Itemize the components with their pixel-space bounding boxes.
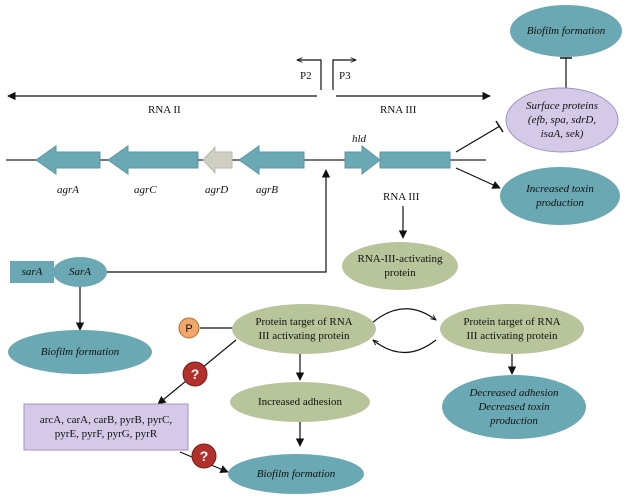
gene-agrC <box>107 145 199 175</box>
surface-proteins-line-3: isaA, sek) <box>540 128 584 140</box>
raip-label: RNA-III-activating protein <box>342 250 458 282</box>
trap-left-line-1: Protein target of RNA <box>255 316 353 328</box>
sarA-to-promoter-arrow <box>106 169 331 273</box>
decreased-line-2: Decreased toxin <box>478 401 550 413</box>
gene-agrD <box>202 145 233 175</box>
surface-proteins-node <box>505 87 619 153</box>
gene-agrA <box>35 145 101 175</box>
question-mark-1: ? <box>191 366 200 382</box>
p3-label: P3 <box>339 70 351 82</box>
agrD-label: agrD <box>205 184 228 196</box>
increased-toxin-node <box>500 167 620 225</box>
question-marker-1: ? <box>182 361 208 387</box>
sarA-protein-label: SarA <box>69 266 91 278</box>
genes-box-label: arcA, carA, carB, pyrB, pyrC, pyrE, pyrF… <box>24 404 188 450</box>
hld-label: hld <box>352 133 367 145</box>
decreased-line-3: production <box>490 415 538 427</box>
gene-agrB <box>238 145 305 175</box>
decreased-line-1: Decreased adhesion <box>469 387 559 399</box>
increased-toxin-line-1: Increased toxin <box>526 183 594 195</box>
sarA-protein-node <box>53 257 107 287</box>
increased-toxin-label: Increased toxin production <box>500 178 620 214</box>
raip-node <box>342 242 458 290</box>
cycle-arrow-bottom <box>373 340 437 353</box>
promoter-p3: P3 <box>332 60 356 90</box>
increased-adhesion-node <box>230 382 370 422</box>
increased-toxin-line-2: production <box>536 197 584 209</box>
genes-box-node <box>23 403 189 451</box>
agrB-label: agrB <box>256 184 278 196</box>
genes-box-line-2: pyrE, pyrF, pyrG, pyrR <box>54 428 158 440</box>
toxin-arrow <box>455 167 501 189</box>
rna3-gene-region <box>379 151 451 169</box>
question-mark-2: ? <box>200 448 209 464</box>
question-marker-2: ? <box>191 443 217 469</box>
surface-proteins-label: Surface proteins (efb, spa, sdrD, isaA, … <box>506 94 618 146</box>
raip-line-1: RNA-III-activating <box>357 253 443 265</box>
inhibit-surface-line <box>455 125 501 153</box>
inhibit-surface-bar <box>495 120 504 133</box>
sarA-gene-label: sarA <box>21 266 43 278</box>
raip-line-2: protein <box>384 267 416 279</box>
rna2-label: RNA II <box>148 104 181 116</box>
trap-right-label: Protein target of RNA III activating pro… <box>442 312 582 346</box>
trap-left-label: Protein target of RNA III activating pro… <box>234 312 374 346</box>
biofilm-left-label: Biofilm formation <box>40 346 120 358</box>
phosphate-label: P <box>185 323 192 335</box>
rna3-label: RNA III <box>383 191 420 203</box>
agrA-label: agrA <box>57 184 79 196</box>
phosphate-marker: P <box>178 317 200 339</box>
trap-right-node <box>440 304 584 354</box>
surface-proteins-line-1: Surface proteins <box>526 100 598 112</box>
trap-left-line-2: III activating protein <box>258 330 350 342</box>
trap-right-line-2: III activating protein <box>466 330 558 342</box>
biofilm-bottom-node <box>228 454 364 494</box>
agrC-label: agrC <box>134 184 157 196</box>
promoter-p2: P2 <box>297 60 322 90</box>
biofilm-top-label: Biofilm formation <box>526 25 606 37</box>
cycle-arrow-top <box>371 308 436 324</box>
gene-hld <box>344 144 381 176</box>
biofilm-left-node <box>8 330 152 374</box>
trap-left-node <box>232 304 376 354</box>
biofilm-bottom-label: Biofilm formation <box>256 468 336 480</box>
p2-label: P2 <box>300 70 312 82</box>
sarA-gene-node <box>10 261 54 283</box>
biofilm-top-node <box>510 5 622 57</box>
surface-proteins-line-2: (efb, spa, sdrD, <box>527 114 597 126</box>
decreased-label: Decreased adhesion Decreased toxin produ… <box>446 383 582 431</box>
rna3-transcript-label: RNA III <box>380 104 417 116</box>
trap-right-line-1: Protein target of RNA <box>463 316 561 328</box>
decreased-node <box>442 375 586 439</box>
increased-adhesion-label: Increased adhesion <box>258 396 342 408</box>
genes-box-line-1: arcA, carA, carB, pyrB, pyrC, <box>39 414 173 426</box>
